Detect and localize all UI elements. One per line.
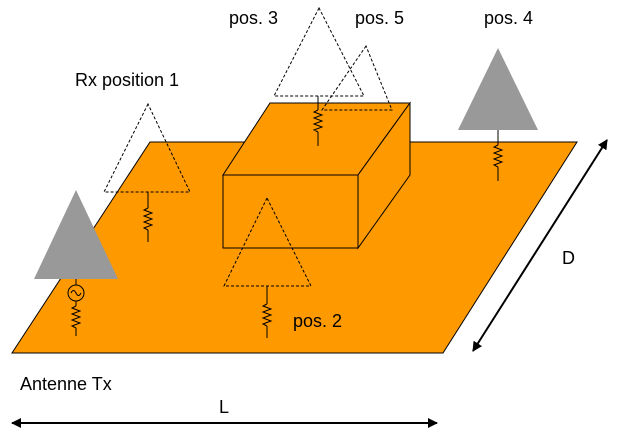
label-pos-4: pos. 4 <box>484 8 533 28</box>
dimension-d-arrow <box>472 139 608 352</box>
obstacle-box <box>222 101 411 250</box>
rx-antenna-position-1 <box>103 102 191 242</box>
label-pos-5: pos. 5 <box>355 8 404 28</box>
resistor-icon <box>70 305 82 329</box>
label-dimension-l: L <box>219 397 229 417</box>
tx-antenna <box>34 190 118 336</box>
resistor-icon <box>142 207 154 231</box>
resistor-icon <box>261 303 273 327</box>
rx-antenna-position-2 <box>223 196 312 338</box>
label-antenne-tx: Antenne Tx <box>20 374 112 394</box>
resistor-icon <box>312 109 324 133</box>
label-pos-3: pos. 3 <box>229 8 278 28</box>
label-rx-position-1: Rx position 1 <box>75 70 179 90</box>
rx-antenna-position-5 <box>321 44 393 111</box>
label-pos-2: pos. 2 <box>293 311 342 331</box>
label-dimension-d: D <box>562 248 575 268</box>
rx-antenna-position-3 <box>273 6 365 146</box>
